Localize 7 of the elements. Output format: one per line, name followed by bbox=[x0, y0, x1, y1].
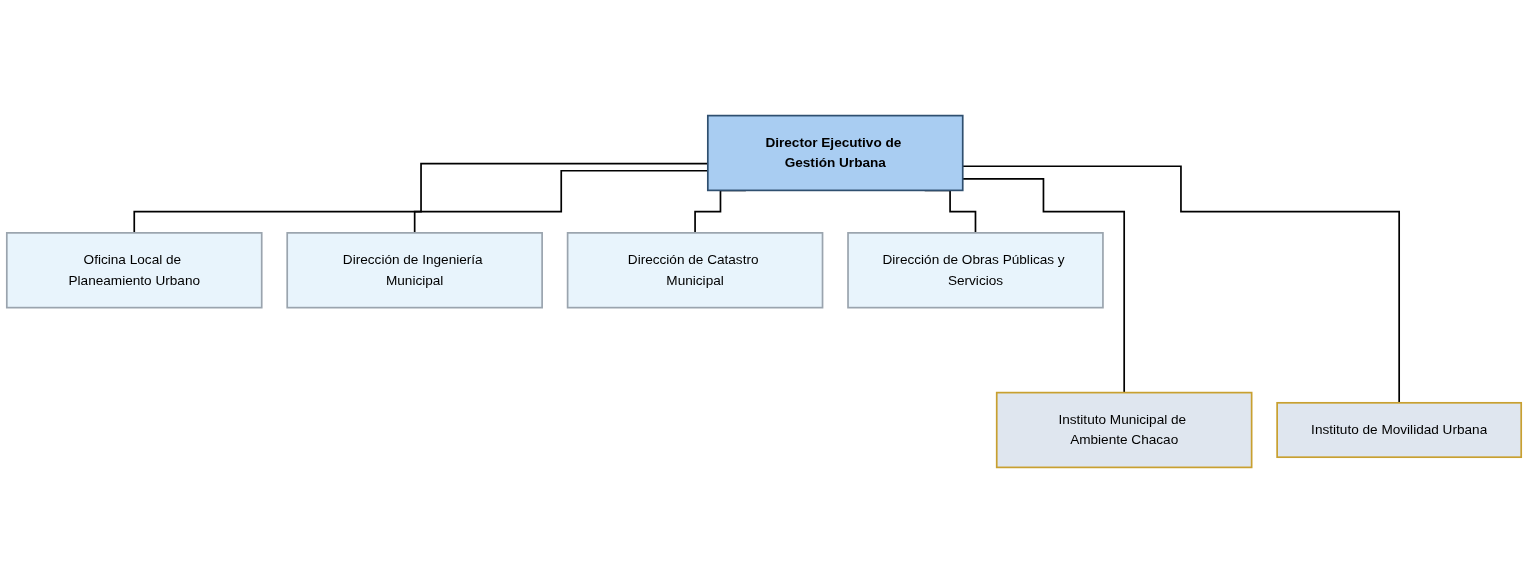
node-box: Instituto Municipal de Ambiente Chacao bbox=[995, 391, 1253, 469]
node-box: Instituto de Movilidad Urbana bbox=[1276, 401, 1523, 459]
node-box: Dirección de Ingeniería Municipal bbox=[286, 232, 543, 309]
node-box: Oficina Local de Planeamiento Urbano bbox=[5, 232, 263, 309]
node-box: Director Ejecutivo de Gestión Urbana bbox=[706, 114, 964, 192]
node-box: Dirección de Obras Públicas y Servicios bbox=[847, 232, 1104, 309]
node-box: Dirección de Catastro Municipal bbox=[566, 232, 824, 309]
